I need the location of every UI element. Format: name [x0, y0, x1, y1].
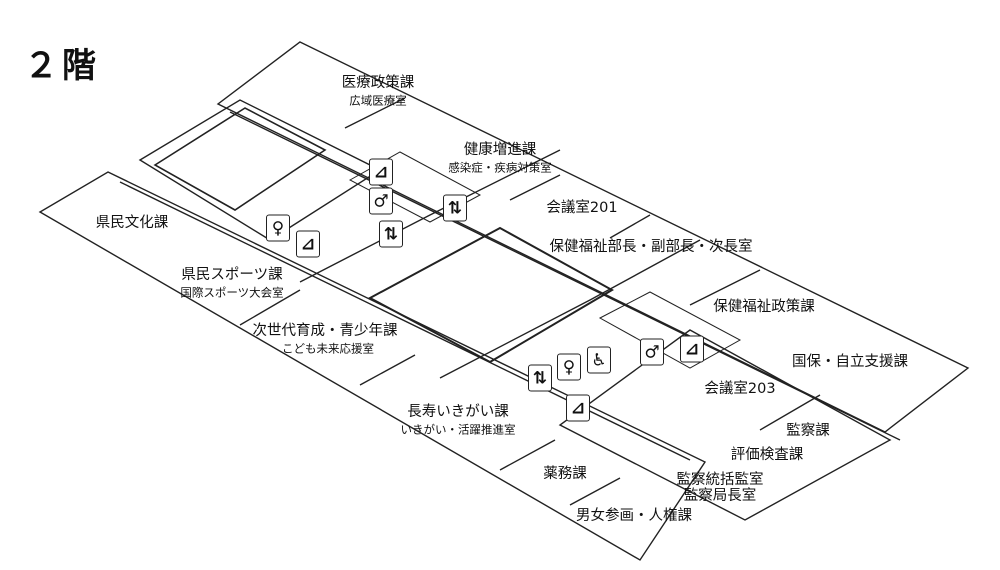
womens-toilet-icon: ♀: [266, 214, 290, 242]
elevator-icon: ⇅: [443, 194, 467, 222]
room-kokuho[interactable]: 国保・自立支援課: [792, 353, 908, 370]
mens-toilet-icon: ♂: [369, 187, 393, 215]
partition: [689, 269, 761, 306]
room-hoken-seisaku[interactable]: 保健福祉政策課: [713, 298, 815, 315]
elevator-icon: ⇅: [528, 364, 552, 392]
room-kansensho[interactable]: 感染症・疾病対策室: [448, 160, 552, 175]
corridor-line: [119, 181, 691, 461]
room-kaigi203[interactable]: 会議室203: [704, 380, 776, 397]
stairs-icon: ⊿: [566, 394, 590, 422]
room-bucho[interactable]: 保健福祉部長・副部長・次長室: [549, 238, 753, 255]
accessible-toilet-icon: ♿: [587, 346, 611, 374]
east-block: [558, 329, 892, 521]
room-kenmin-bunka[interactable]: 県民文化課: [95, 214, 169, 231]
room-danjo[interactable]: 男女参画・人権課: [576, 507, 692, 524]
partition: [609, 214, 651, 239]
room-yakumu[interactable]: 薬務課: [543, 465, 587, 482]
womens-toilet-icon: ♀: [557, 353, 581, 381]
partition: [759, 394, 821, 431]
room-kodomo[interactable]: こども未来応援室: [282, 341, 374, 356]
room-jisedai[interactable]: 次世代育成・青少年課: [252, 322, 398, 339]
room-ikigai[interactable]: いきがい・活躍推進室: [400, 422, 516, 437]
partition: [344, 97, 406, 129]
elevator-icon: ⇅: [379, 220, 403, 248]
partition: [239, 289, 301, 326]
room-kaigi201[interactable]: 会議室201: [546, 199, 618, 216]
corridor-line: [299, 149, 561, 283]
stairs-icon: ⊿: [680, 335, 704, 363]
room-koiki-iryo[interactable]: 広域医療室: [349, 93, 407, 108]
mens-toilet-icon: ♂: [640, 338, 664, 366]
room-kenko-zoshin[interactable]: 健康増進課: [463, 141, 537, 158]
room-tokatsu[interactable]: 監察統括監室: [676, 471, 764, 488]
room-iryo-seisaku[interactable]: 医療政策課: [341, 74, 415, 91]
room-kokusai-sports[interactable]: 国際スポーツ大会室: [180, 285, 284, 300]
room-kansatsu[interactable]: 監察課: [786, 422, 830, 439]
stairs-icon: ⊿: [296, 230, 320, 258]
west-core: [138, 99, 382, 241]
room-hyoka[interactable]: 評価検査課: [730, 446, 804, 463]
partition: [569, 477, 621, 506]
partition: [499, 439, 556, 471]
west-wing: [38, 171, 707, 561]
floor-title: ２階: [24, 46, 100, 86]
west-courtyard: [153, 107, 327, 211]
room-kyokucho[interactable]: 監察局長室: [683, 487, 757, 504]
north-wing: [216, 41, 970, 433]
room-choju[interactable]: 長寿いきがい課: [407, 403, 509, 420]
stairs-icon: ⊿: [369, 158, 393, 186]
partition: [509, 174, 561, 201]
partition: [359, 354, 416, 386]
central-courtyard: [367, 226, 615, 364]
corridor-line: [229, 111, 901, 441]
corridor-line: [439, 239, 701, 379]
room-kenmin-sports[interactable]: 県民スポーツ課: [181, 266, 283, 283]
